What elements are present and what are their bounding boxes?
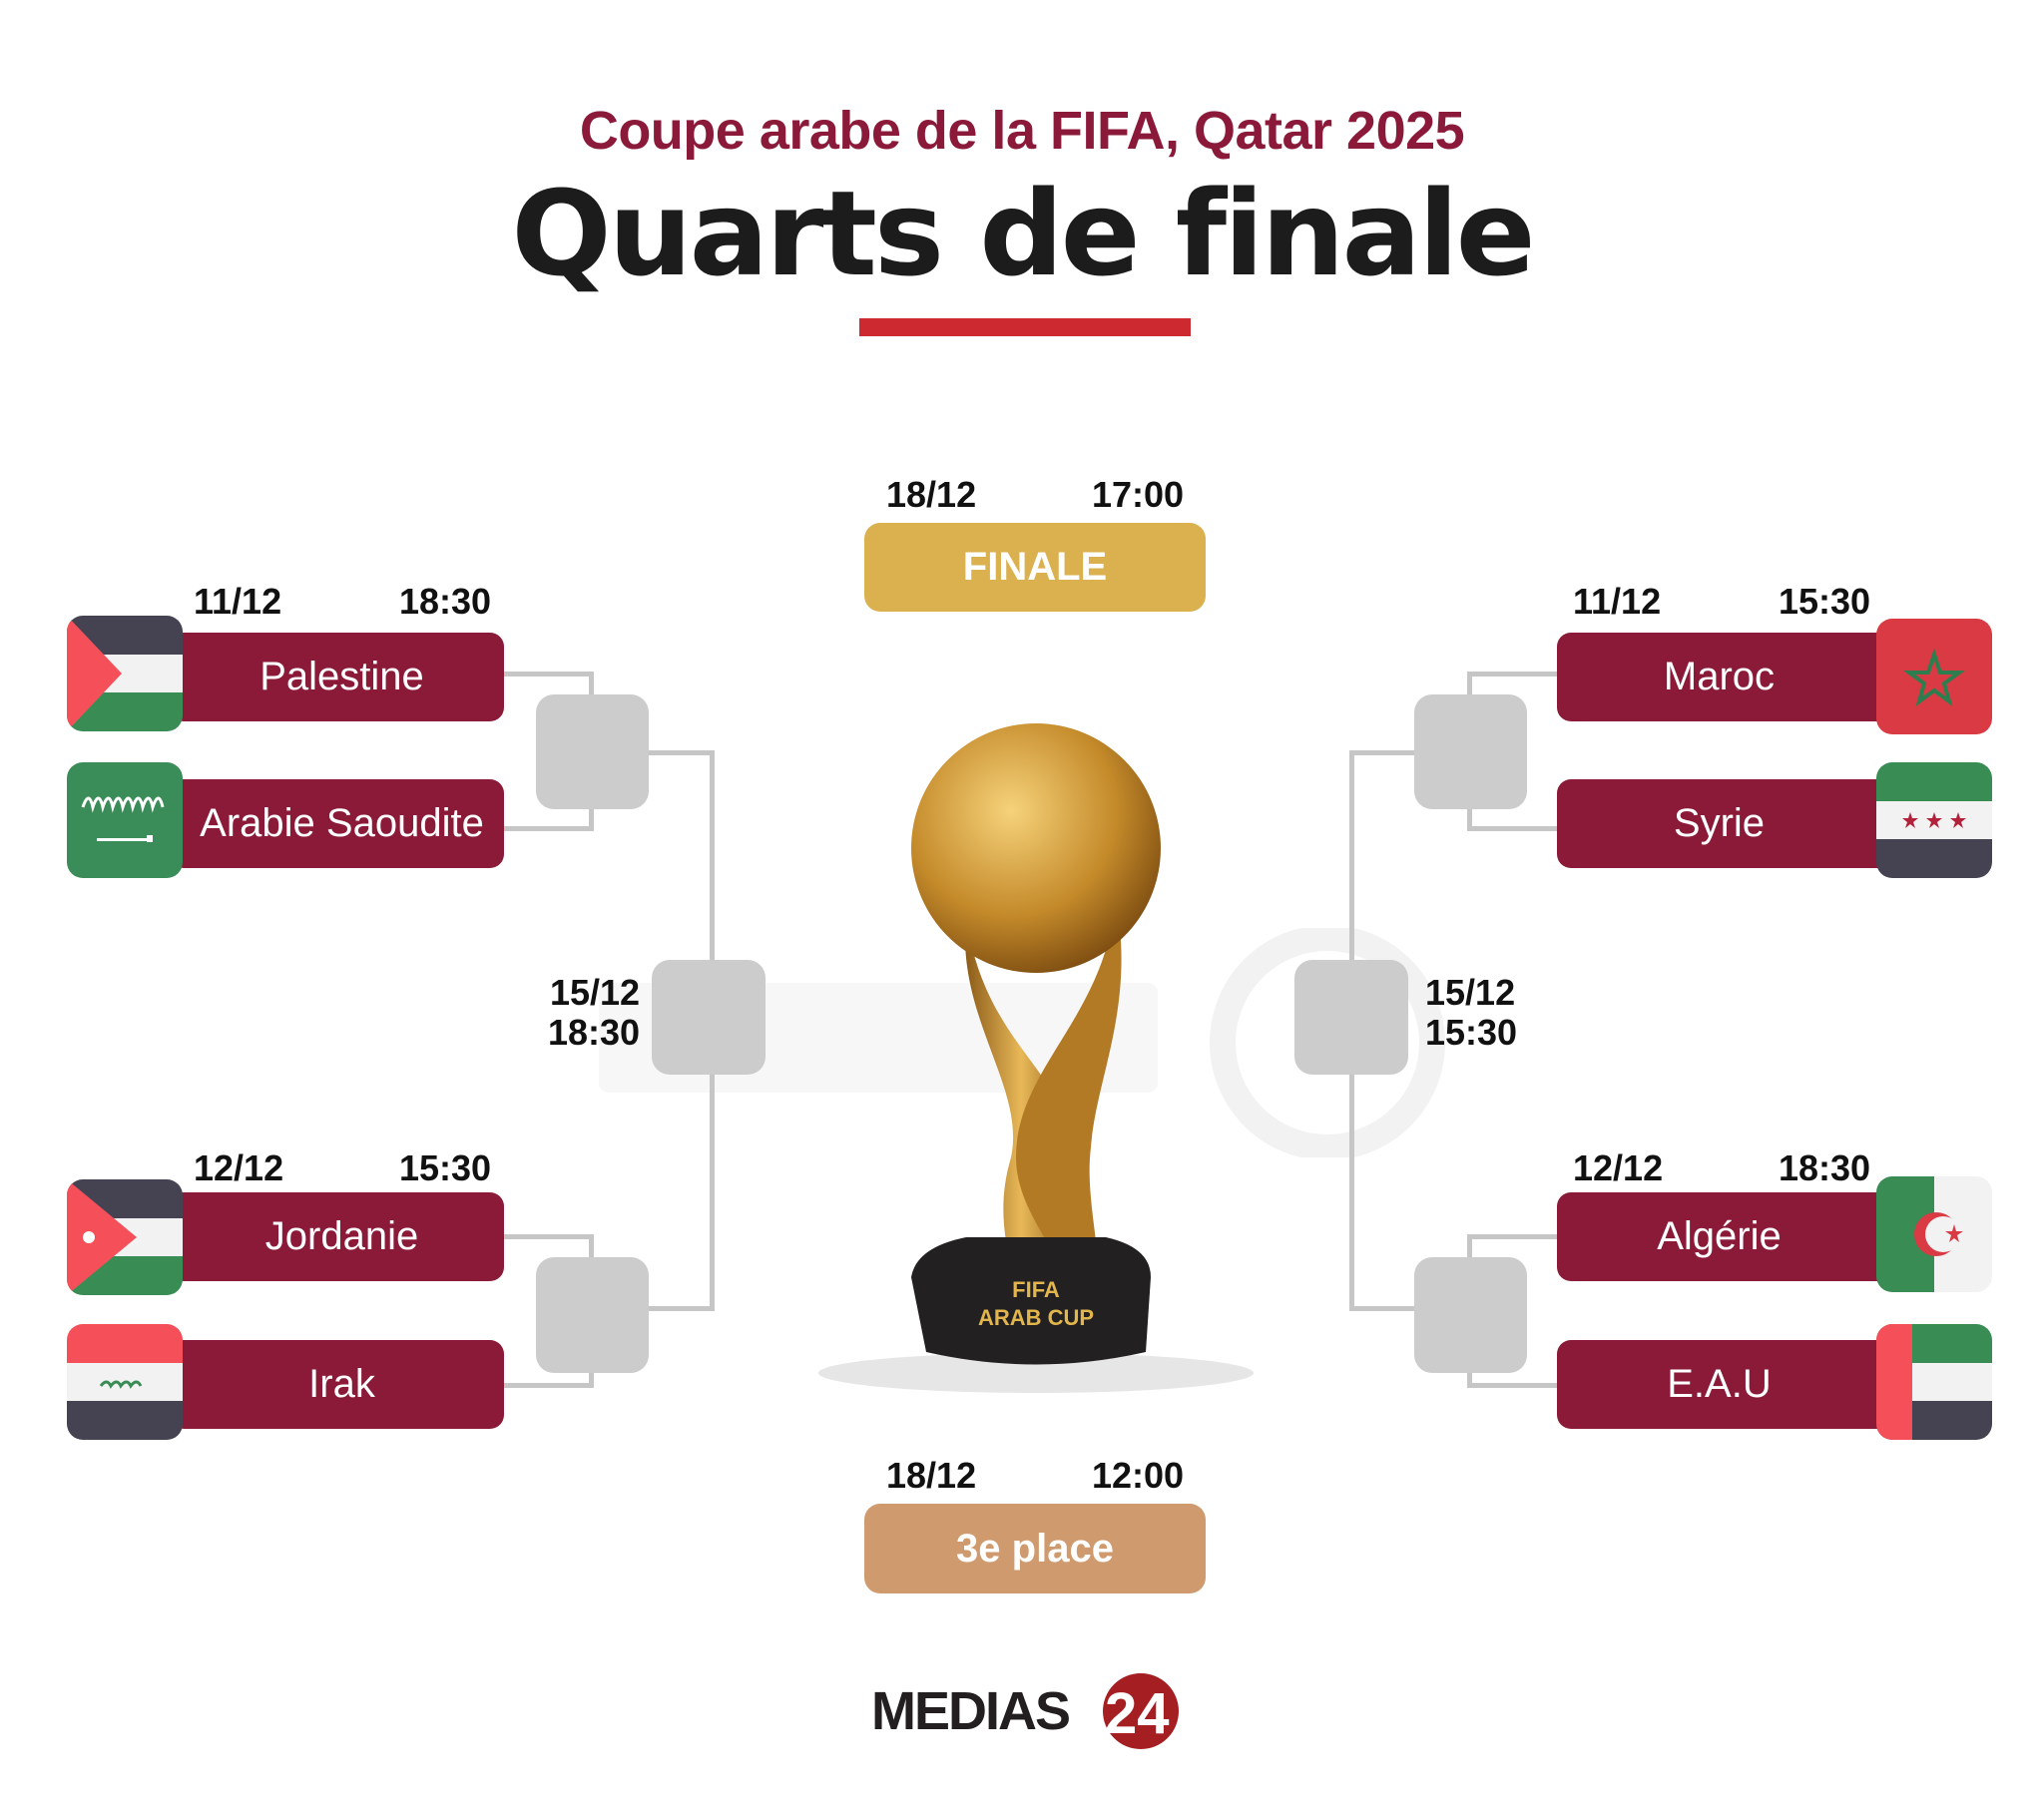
- svg-text:MEDIAS: MEDIAS: [871, 1681, 1069, 1741]
- semi-left-schedule: 15/12 18:30: [548, 973, 640, 1053]
- qf2-time: 15:30: [399, 1147, 492, 1188]
- qf4-date: 12/12: [1573, 1147, 1664, 1188]
- subtitle: Coupe arabe de la FIFA, Qatar 2025: [579, 101, 1465, 161]
- team-irak[interactable]: Irak: [170, 1340, 504, 1429]
- syria-flag-icon: [1876, 762, 1992, 878]
- saudi-flag-icon: [67, 762, 183, 878]
- third-place-date: 18/12: [886, 1455, 977, 1496]
- svg-text:24: 24: [1105, 1681, 1170, 1746]
- team-maroc[interactable]: Maroc: [1557, 633, 1891, 721]
- team-jordanie[interactable]: Jordanie: [170, 1192, 504, 1281]
- final-button[interactable]: FINALE: [864, 523, 1206, 612]
- qf1-date: 11/12: [194, 581, 282, 622]
- qf3-date: 11/12: [1573, 581, 1662, 622]
- team-arabie-saoudite[interactable]: Arabie Saoudite: [170, 779, 504, 868]
- algeria-flag-icon: [1876, 1176, 1992, 1292]
- quarter-winner-slot: [536, 1257, 649, 1373]
- semi-right-time: 15:30: [1425, 1012, 1518, 1053]
- qf1-time: 18:30: [399, 581, 492, 622]
- quarter-winner-slot: [1414, 694, 1527, 809]
- connector: [649, 1306, 715, 1311]
- connector: [504, 1234, 594, 1239]
- connector: [1349, 750, 1415, 755]
- connector: [1467, 672, 1557, 677]
- qf3-time: 15:30: [1779, 581, 1871, 622]
- connector: [1467, 1383, 1557, 1388]
- connector: [1349, 1306, 1415, 1311]
- team-eau[interactable]: E.A.U: [1557, 1340, 1891, 1429]
- semi-winner-slot: [652, 960, 766, 1075]
- svg-text:ARAB CUP: ARAB CUP: [978, 1305, 1094, 1330]
- quarter-winner-slot: [536, 694, 649, 809]
- palestine-flag-icon: [67, 616, 183, 731]
- morocco-flag-icon: [1876, 619, 1992, 734]
- jordan-flag-icon: [67, 1179, 183, 1295]
- uae-flag-icon: [1876, 1324, 1992, 1440]
- connector: [1467, 826, 1557, 831]
- connector: [504, 1383, 594, 1388]
- semi-left-date: 15/12: [549, 972, 641, 1013]
- connector: [1467, 1234, 1557, 1239]
- connector: [649, 750, 715, 755]
- semi-winner-slot: [1294, 960, 1408, 1075]
- connector: [504, 672, 594, 677]
- team-syrie[interactable]: Syrie: [1557, 779, 1891, 868]
- svg-text:FIFA: FIFA: [1012, 1277, 1060, 1302]
- team-palestine[interactable]: Palestine: [170, 633, 504, 721]
- semi-right-date: 15/12: [1425, 972, 1516, 1013]
- page-title: Quarts de finale: [511, 165, 1535, 302]
- connector: [504, 826, 594, 831]
- third-place-button[interactable]: 3e place: [864, 1504, 1206, 1593]
- final-date: 18/12: [886, 474, 977, 515]
- medias24-logo: MEDIAS 24: [871, 1663, 1191, 1749]
- quarter-winner-slot: [1414, 1257, 1527, 1373]
- trophy-image: FIFA ARAB CUP: [816, 688, 1256, 1397]
- qf4-time: 18:30: [1779, 1147, 1871, 1188]
- title-underline: [859, 318, 1191, 336]
- semi-left-time: 18:30: [548, 1012, 641, 1053]
- team-algerie[interactable]: Algérie: [1557, 1192, 1891, 1281]
- qf2-date: 12/12: [194, 1147, 284, 1188]
- semi-right-schedule: 15/12 15:30: [1425, 973, 1517, 1053]
- final-time: 17:00: [1092, 474, 1185, 515]
- iraq-flag-icon: [67, 1324, 183, 1440]
- third-place-time: 12:00: [1092, 1455, 1185, 1496]
